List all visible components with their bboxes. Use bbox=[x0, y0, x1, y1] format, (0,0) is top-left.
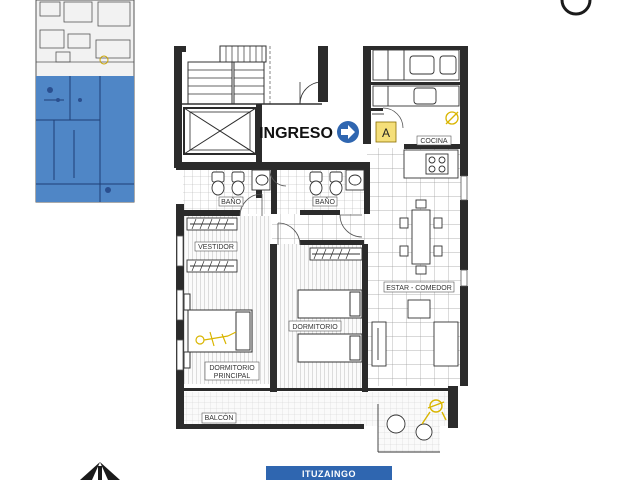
arrow-right-icon bbox=[337, 121, 359, 143]
dining-set bbox=[399, 199, 443, 275]
north-arrow-icon bbox=[80, 462, 120, 480]
stair-core bbox=[180, 45, 323, 105]
unit-badge: A bbox=[375, 121, 397, 143]
balcony-furniture bbox=[377, 404, 440, 453]
twin-beds bbox=[297, 289, 363, 363]
street-name-tag: ITUZAINGO bbox=[266, 466, 392, 480]
person-icon-master bbox=[195, 331, 237, 347]
room-label-balcony: BALCÓN bbox=[205, 413, 234, 422]
room-label-bath-right: BAÑO bbox=[315, 197, 335, 206]
room-label-dressing: VESTIDOR bbox=[198, 244, 234, 251]
living-furniture bbox=[371, 299, 459, 367]
kitchen-tap-icon bbox=[445, 111, 459, 125]
room-label-master-line2: PRINCIPAL bbox=[214, 373, 251, 380]
room-label-kitchen: COCINA bbox=[420, 138, 448, 145]
kitchen-fixtures bbox=[372, 49, 460, 179]
entrance-label: INGRESO bbox=[259, 125, 333, 142]
room-label-bedroom: DORMITORIO bbox=[292, 324, 338, 331]
key-map-highlight bbox=[36, 76, 134, 202]
hangers bbox=[191, 218, 351, 272]
key-map bbox=[35, 0, 135, 203]
room-label-living-dining: ESTAR - COMEDOR bbox=[386, 285, 452, 292]
master-bed bbox=[183, 293, 253, 369]
person-icon-balcony bbox=[421, 399, 447, 425]
elevator bbox=[183, 107, 257, 155]
bath-fixtures bbox=[211, 169, 365, 196]
room-label-bath-left: BAÑO bbox=[221, 197, 241, 206]
compass-fragment-icon bbox=[560, 0, 592, 16]
windows bbox=[176, 175, 468, 371]
unit-letter: A bbox=[382, 126, 390, 140]
room-label-master-line1: DORMITORIO bbox=[209, 365, 255, 372]
